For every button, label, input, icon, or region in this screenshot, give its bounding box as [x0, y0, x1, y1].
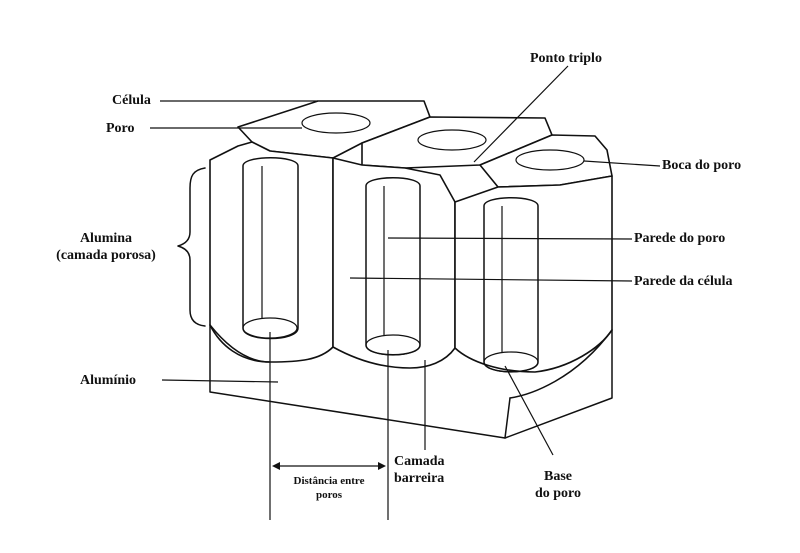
pore-2-base	[365, 334, 421, 356]
leader-lines	[150, 65, 661, 520]
label-camada-line1: Camada	[394, 454, 445, 469]
top-cells	[237, 100, 613, 188]
pore-mouth-3	[515, 149, 585, 171]
porous-layer	[209, 141, 613, 373]
label-alumina: Alumina (camada porosa)	[40, 230, 172, 264]
label-celula: Célula	[112, 93, 151, 108]
label-ponto-triplo: Ponto triplo	[530, 51, 602, 66]
label-alumina-line1: Alumina	[79, 231, 133, 246]
label-parede-da-celula: Parede da célula	[634, 274, 733, 289]
label-distancia-line1: Distância entre	[293, 475, 365, 487]
label-alumina-line2: (camada porosa)	[56, 248, 156, 263]
pore-mouth-1	[301, 112, 371, 134]
pore-mouth-2	[417, 129, 487, 151]
label-camada-barreira: Camada barreira	[394, 453, 445, 487]
label-parede-do-poro: Parede do poro	[634, 231, 726, 246]
middle-face	[332, 157, 456, 369]
label-base-line2: do poro	[534, 486, 582, 501]
pores	[242, 157, 539, 373]
left-face	[209, 141, 334, 363]
aluminium-base	[209, 324, 613, 439]
label-boca-do-poro: Boca do poro	[662, 158, 742, 173]
label-poro: Poro	[106, 121, 135, 136]
label-distancia-entre-poros: Distância entre poros	[272, 474, 386, 502]
label-distancia-line2: poros	[315, 489, 343, 501]
pore-3-base	[483, 351, 539, 373]
label-aluminio: Alumínio	[80, 373, 137, 388]
label-camada-line2: barreira	[394, 471, 445, 486]
right-face	[454, 175, 613, 373]
label-base-do-poro: Base do poro	[518, 468, 598, 502]
label-base-line1: Base	[544, 469, 572, 484]
alumina-brace	[177, 167, 206, 327]
